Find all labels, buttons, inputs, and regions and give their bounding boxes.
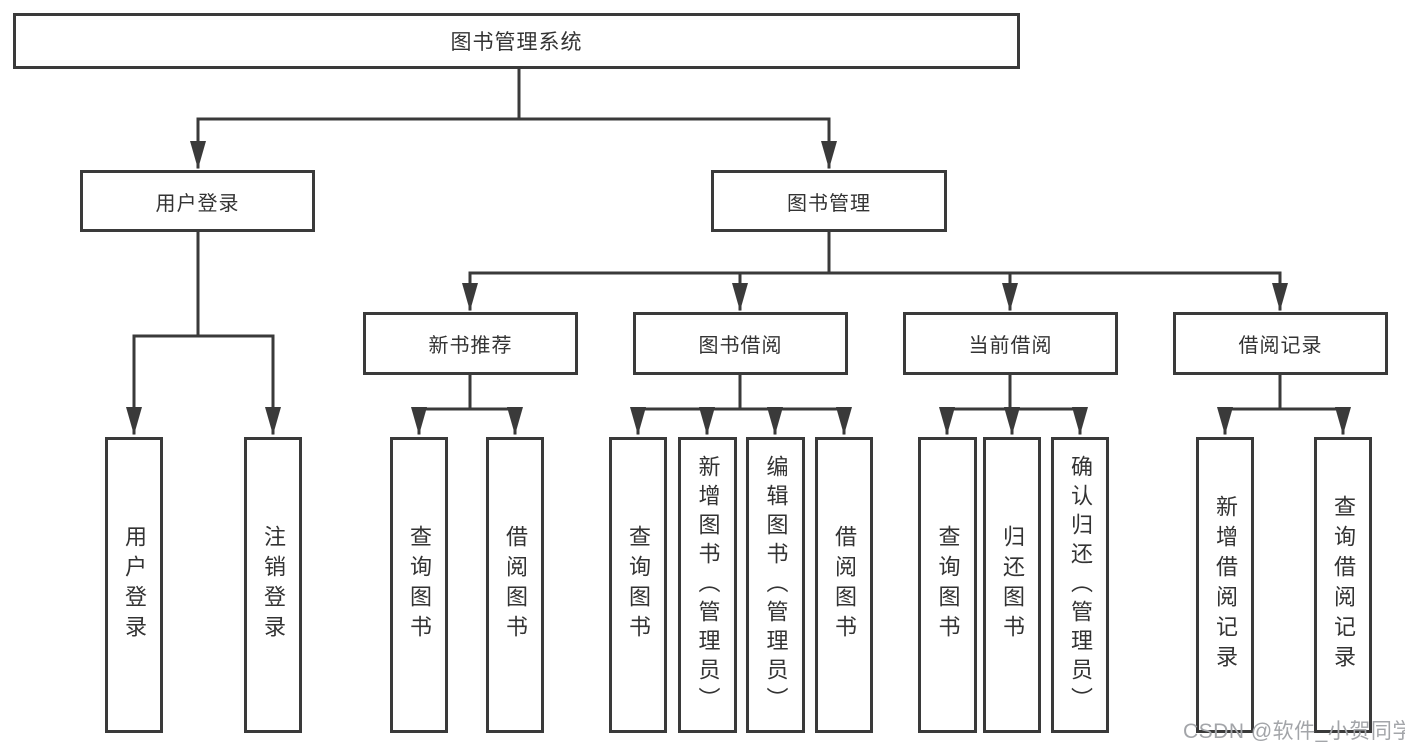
node-user-login: 用户登录 bbox=[80, 170, 315, 232]
leaf-query-books-3: 查询图书 bbox=[918, 437, 977, 733]
leaf-query-borrow-record: 查询借阅记录 bbox=[1314, 437, 1372, 733]
node-new-book-recommend: 新书推荐 bbox=[363, 312, 578, 375]
leaf-query-books-2: 查询图书 bbox=[609, 437, 667, 733]
node-book-borrowing: 图书借阅 bbox=[633, 312, 848, 375]
node-book-management: 图书管理 bbox=[711, 170, 947, 232]
leaf-user-login: 用户登录 bbox=[105, 437, 163, 733]
node-current-borrowing: 当前借阅 bbox=[903, 312, 1118, 375]
leaf-add-borrow-record: 新增借阅记录 bbox=[1196, 437, 1254, 733]
leaf-confirm-return-admin: 确认归还（管理员） bbox=[1051, 437, 1109, 733]
leaf-query-books-1: 查询图书 bbox=[390, 437, 448, 733]
leaf-return-books: 归还图书 bbox=[983, 437, 1041, 733]
watermark: CSDN @软件_小贺同学 bbox=[1183, 720, 1405, 743]
node-library-system: 图书管理系统 bbox=[13, 13, 1020, 69]
leaf-borrow-books-2: 借阅图书 bbox=[815, 437, 873, 733]
leaf-edit-book-admin: 编辑图书（管理员） bbox=[746, 437, 805, 733]
leaf-add-book-admin: 新增图书（管理员） bbox=[678, 437, 737, 733]
leaf-logout: 注销登录 bbox=[244, 437, 302, 733]
node-borrow-records: 借阅记录 bbox=[1173, 312, 1388, 375]
leaf-borrow-books-1: 借阅图书 bbox=[486, 437, 544, 733]
